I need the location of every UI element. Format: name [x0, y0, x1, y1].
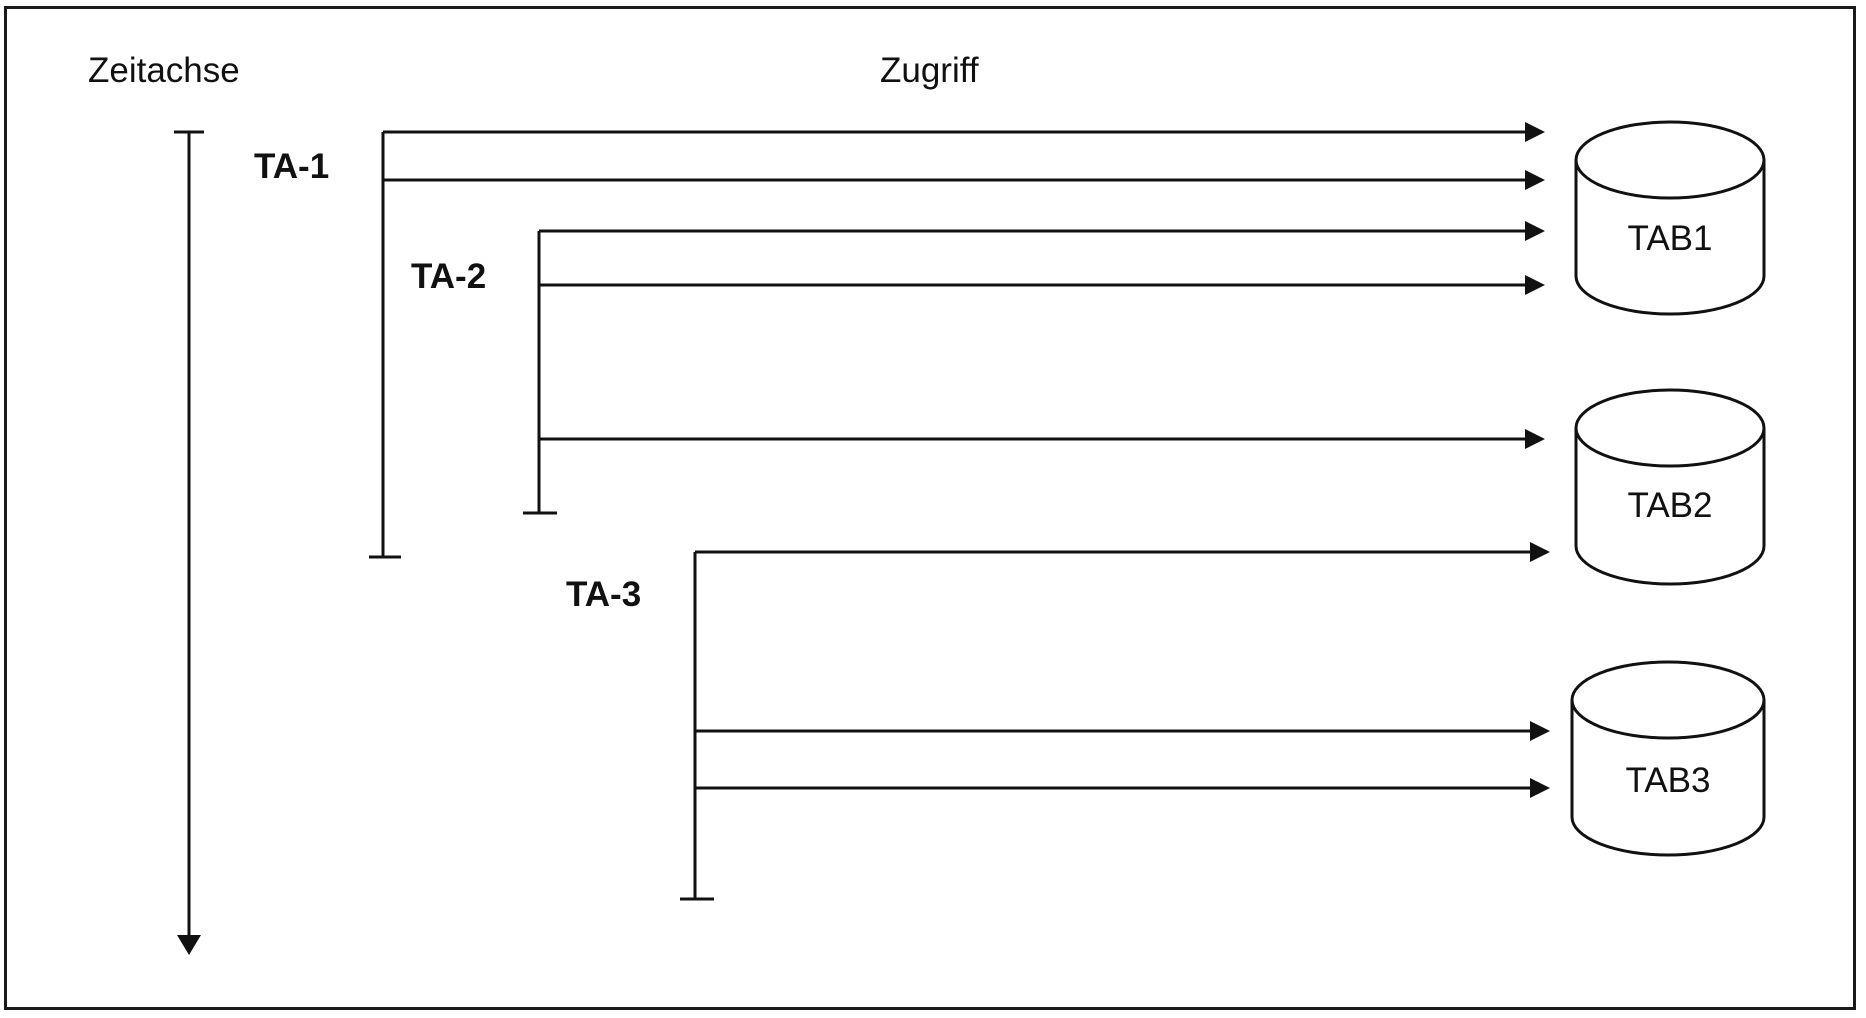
table-label: TAB3 — [1626, 761, 1711, 800]
table-tab3-cylinder: TAB3 — [1570, 660, 1766, 857]
access-arrow — [695, 542, 1550, 562]
access-label: Zugriff — [880, 51, 979, 90]
access-arrow — [539, 275, 1545, 295]
transaction-label: TA-3 — [566, 575, 641, 614]
time-axis-label: Zeitachse — [88, 51, 240, 90]
access-arrow — [539, 221, 1545, 241]
table-label: TAB2 — [1628, 486, 1713, 525]
time-axis — [174, 130, 204, 955]
access-arrow — [539, 429, 1545, 449]
table-tab1-cylinder: TAB1 — [1574, 120, 1766, 316]
transaction-ta3: TA-3 — [566, 542, 1550, 901]
access-arrow — [383, 170, 1545, 190]
access-arrow — [695, 721, 1550, 741]
transaction-label: TA-2 — [411, 257, 486, 296]
transaction-ta2: TA-2 — [411, 221, 1545, 515]
table-label: TAB1 — [1628, 219, 1713, 258]
access-arrow — [695, 778, 1550, 798]
access-arrow — [383, 122, 1545, 142]
table-tab2-cylinder: TAB2 — [1574, 388, 1766, 586]
time-axis-arrowhead — [177, 935, 201, 955]
transaction-label: TA-1 — [254, 147, 329, 186]
diagram-frame — [4, 6, 1856, 1010]
transaction-ta1: TA-1 — [254, 122, 1545, 559]
